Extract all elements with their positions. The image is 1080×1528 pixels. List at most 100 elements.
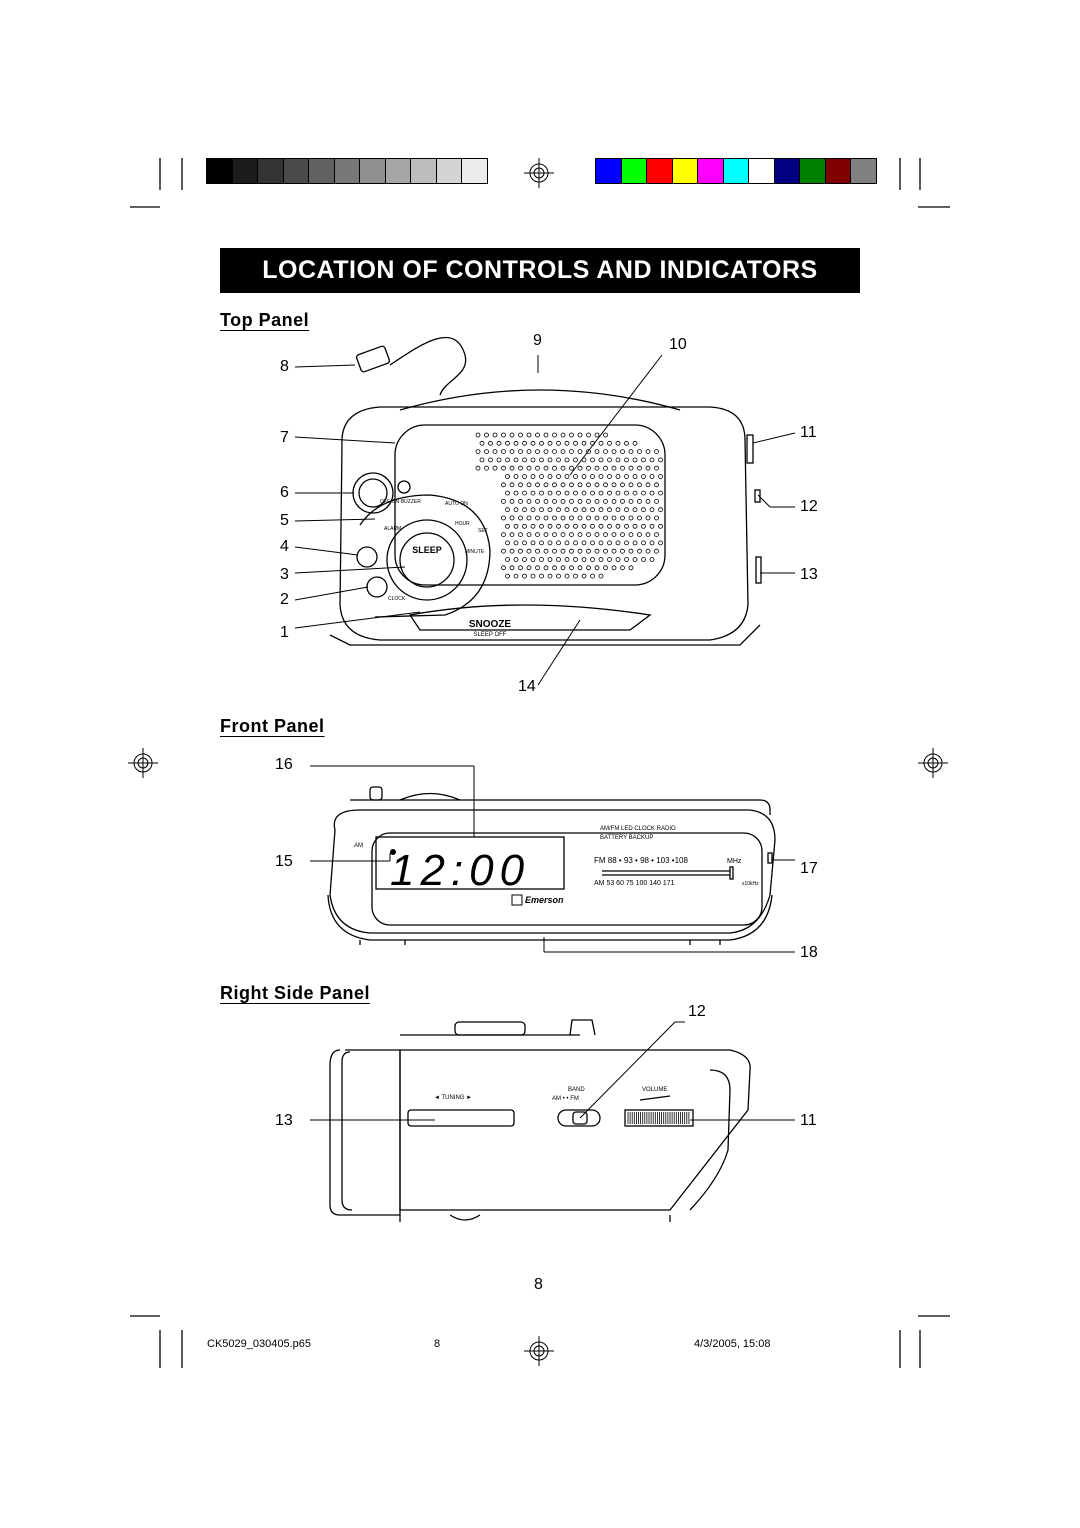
calibration-swatch xyxy=(595,158,622,184)
page-title: LOCATION OF CONTROLS AND INDICATORS xyxy=(220,248,860,293)
speaker-hole xyxy=(556,507,561,513)
speaker-hole xyxy=(573,540,578,546)
speaker-hole xyxy=(654,449,659,454)
speaker-hole xyxy=(628,565,634,571)
speaker-hole xyxy=(641,474,646,479)
speaker-hole xyxy=(611,565,617,571)
speaker-hole xyxy=(607,523,612,529)
registration-target-icon xyxy=(918,748,948,778)
fm-scale: FM 88 • 93 • 98 • 103 •108 xyxy=(594,856,688,865)
speaker-hole xyxy=(590,557,595,562)
speaker-hole xyxy=(564,557,570,562)
speaker-hole xyxy=(484,432,489,438)
speaker-hole xyxy=(598,540,604,546)
speaker-hole xyxy=(530,457,536,463)
volume-wheel xyxy=(627,1112,690,1124)
callout-16: 16 xyxy=(275,756,293,773)
callout-8: 8 xyxy=(280,358,289,375)
speaker-hole xyxy=(530,490,536,496)
speaker-hole xyxy=(603,548,608,554)
speaker-hole xyxy=(556,440,561,446)
speaker-hole xyxy=(509,515,515,521)
speaker-hole xyxy=(637,482,642,488)
speaker-hole xyxy=(543,532,549,538)
speaker-hole xyxy=(573,457,578,463)
speaker-hole xyxy=(581,557,587,562)
speaker-hole xyxy=(560,432,566,438)
speaker-hole xyxy=(586,432,591,438)
clock-label: CLOCK xyxy=(388,596,406,602)
speaker-hole xyxy=(624,457,629,463)
band-label: BAND xyxy=(568,1087,585,1093)
speaker-hole xyxy=(624,507,629,513)
speaker-hole xyxy=(492,465,498,471)
speaker-hole xyxy=(564,573,570,579)
speaker-hole xyxy=(649,523,655,529)
speaker-hole xyxy=(513,573,519,579)
speaker-hole xyxy=(624,557,629,562)
callout-1: 1 xyxy=(280,624,289,641)
speaker-hole xyxy=(569,515,574,521)
speaker-hole xyxy=(615,557,621,562)
speaker-hole xyxy=(594,449,600,454)
speaker-hole xyxy=(530,474,536,479)
speaker-hole xyxy=(496,457,502,463)
speaker-hole xyxy=(505,440,510,446)
speaker-hole xyxy=(632,507,638,513)
speaker-hole xyxy=(586,532,591,538)
speaker-hole xyxy=(607,557,612,562)
speaker-hole xyxy=(607,540,612,546)
speaker-hole xyxy=(649,457,655,463)
callout-side-13: 13 xyxy=(275,1112,293,1129)
speaker-hole xyxy=(586,465,591,471)
speaker-hole xyxy=(522,573,527,579)
speaker-hole xyxy=(556,523,561,529)
speaker-hole xyxy=(594,548,600,554)
speaker-hole xyxy=(615,490,621,496)
speaker-hole xyxy=(479,440,485,446)
speaker-hole xyxy=(603,498,608,504)
callout-15: 15 xyxy=(275,853,293,870)
speaker-hole xyxy=(518,482,523,488)
speaker-hole xyxy=(624,490,629,496)
minute-label: MINUTE xyxy=(465,549,485,555)
speaker-hole xyxy=(539,457,544,463)
speaker-hole xyxy=(564,440,570,446)
speaker-hole xyxy=(535,515,540,521)
speaker-hole xyxy=(530,523,536,529)
speaker-hole xyxy=(577,482,583,488)
speaker-hole xyxy=(624,523,629,529)
callout-2: 2 xyxy=(280,591,289,608)
speaker-hole xyxy=(586,498,591,504)
speaker-hole xyxy=(518,532,523,538)
speaker-hole xyxy=(501,565,506,571)
speaker-hole xyxy=(620,532,625,538)
khz-label: x10kHz xyxy=(742,881,759,887)
speaker-hole xyxy=(577,465,583,471)
right-side-panel-diagram: ◄ TUNING ► BAND AM • • FM VOLUME xyxy=(310,1019,795,1222)
speaker-hole xyxy=(509,482,515,488)
calibration-swatch xyxy=(620,158,647,184)
speaker-hole xyxy=(603,449,608,454)
speaker-hole xyxy=(569,449,574,454)
speaker-hole xyxy=(513,540,519,546)
brand-logo-icon xyxy=(511,894,523,906)
speaker-hole xyxy=(654,532,659,538)
front-panel-heading: Front Panel xyxy=(220,716,325,736)
calibration-swatch xyxy=(748,158,775,184)
speaker-hole xyxy=(594,465,600,471)
speaker-hole xyxy=(526,498,532,504)
speaker-hole xyxy=(501,432,506,438)
speaker-hole xyxy=(611,449,617,454)
speaker-hole xyxy=(598,557,604,562)
speaker-hole xyxy=(501,515,506,521)
calibration-swatch xyxy=(257,158,284,184)
speaker-hole xyxy=(522,507,527,513)
speaker-hole xyxy=(560,515,566,521)
speaker-hole xyxy=(581,540,587,546)
calibration-swatch xyxy=(333,158,360,184)
speaker-hole xyxy=(543,449,549,454)
am-indicator-label: AM xyxy=(354,843,363,849)
brand-logo: Emerson xyxy=(525,895,564,905)
callout-11: 11 xyxy=(800,424,817,441)
